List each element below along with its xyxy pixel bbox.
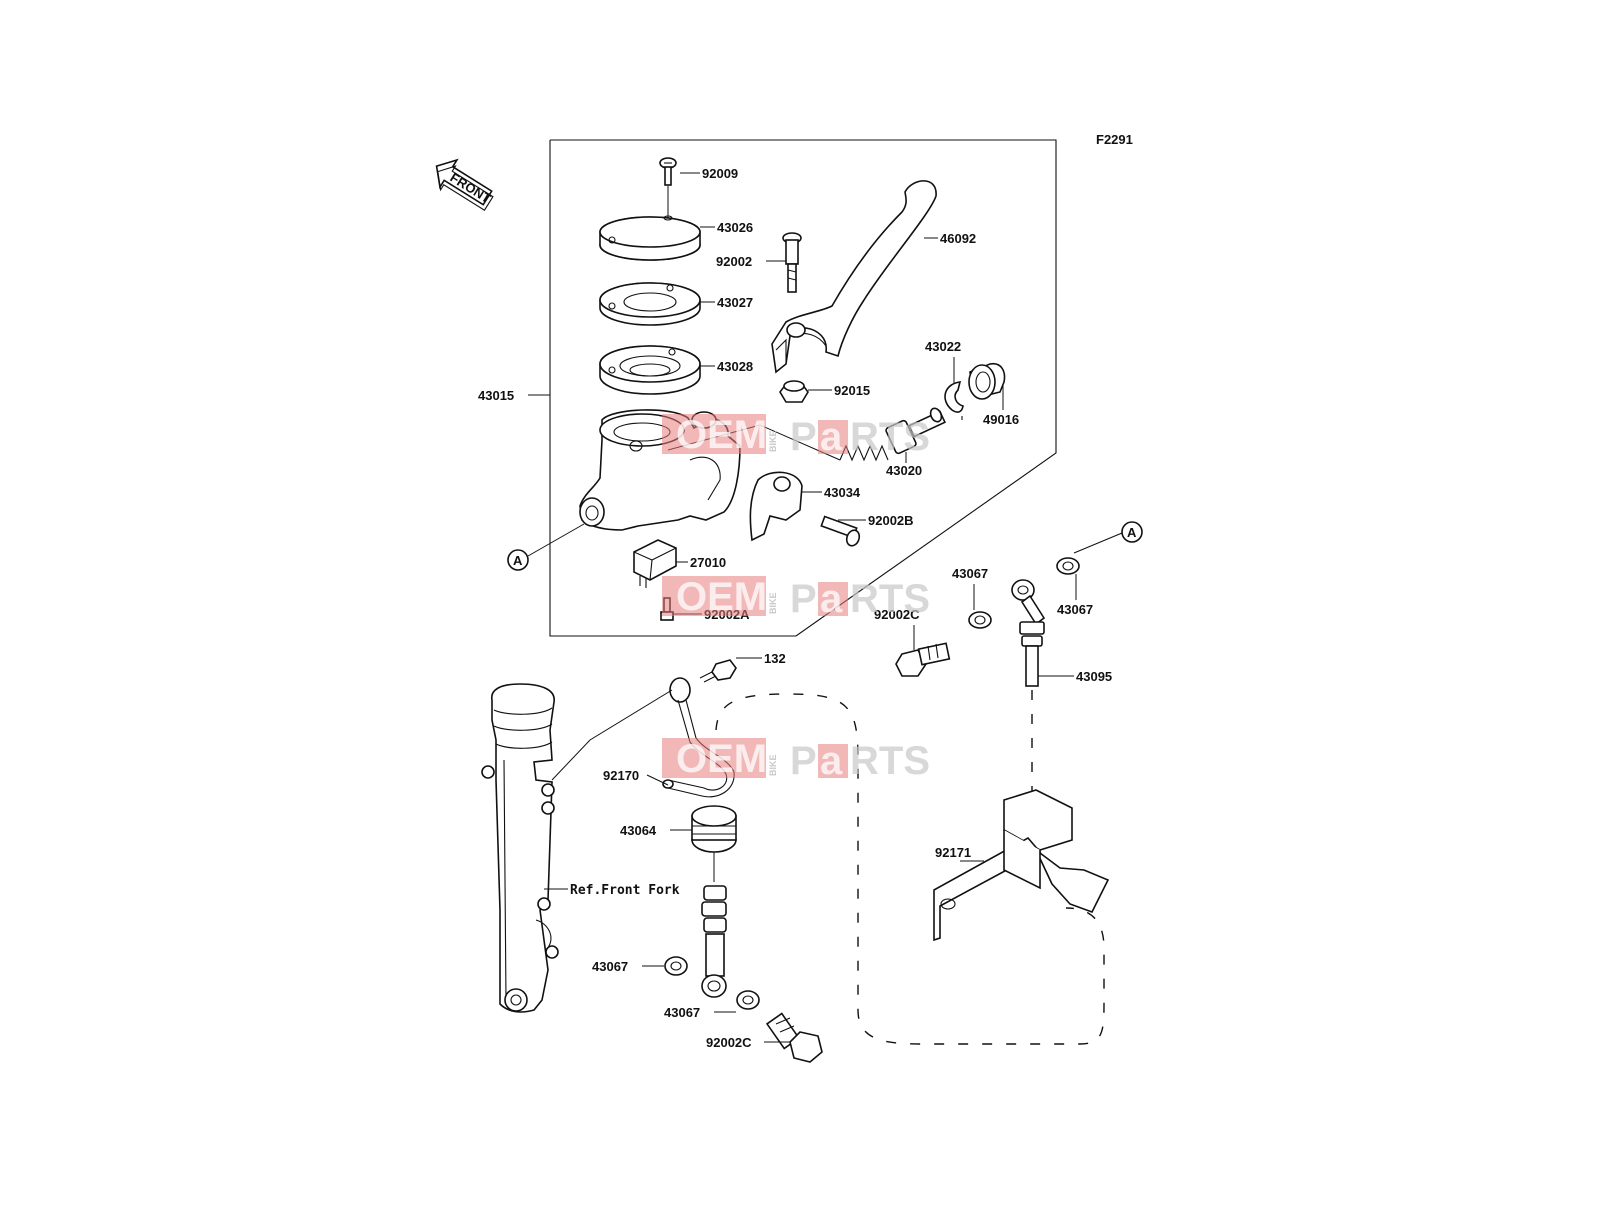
reservoir-cap-43026: [599, 215, 701, 261]
label-46092: 46092: [940, 231, 976, 246]
banjo-bolt-92002C-top: [895, 642, 951, 677]
label-92002C-a: 92002C: [874, 607, 920, 622]
screw-92009: [659, 157, 677, 186]
label-43095: 43095: [1076, 669, 1112, 684]
front-arrow-icon: FRONT: [435, 158, 494, 211]
svg-text:a: a: [820, 577, 843, 621]
washer-43067-lower-right: [736, 990, 760, 1010]
lower-hose-fitting: [701, 885, 727, 998]
svg-text:P: P: [790, 739, 817, 783]
label-43067-c: 43067: [592, 959, 628, 974]
assembly-box: [549, 139, 1057, 637]
dust-boot-49016: [968, 362, 1006, 400]
svg-text:OEM: OEM: [676, 413, 767, 457]
grommet-43064: [691, 805, 737, 853]
marker-a-left: [507, 549, 529, 571]
label-43015: 43015: [478, 388, 514, 403]
washer-43067-top-right: [1056, 557, 1080, 575]
marker-a-right: [1121, 521, 1143, 543]
brake-hose-dashed: [715, 693, 1105, 1045]
marker-a-right-label: A: [1127, 525, 1137, 540]
circlip-43022: [944, 381, 964, 420]
svg-text:RTS: RTS: [850, 415, 930, 459]
label-43027: 43027: [717, 295, 753, 310]
label-43067-d: 43067: [664, 1005, 700, 1020]
marker-a-left-label: A: [513, 553, 523, 568]
piston-spring-43020: [839, 407, 947, 462]
svg-text:a: a: [820, 415, 843, 459]
brake-lever-46092: [771, 180, 937, 374]
label-49016: 49016: [983, 412, 1019, 427]
label-43020: 43020: [886, 463, 922, 478]
label-43028: 43028: [717, 359, 753, 374]
svg-text:BIKE: BIKE: [768, 592, 778, 614]
clamp-43034: [749, 471, 803, 542]
label-92171: 92171: [935, 845, 971, 860]
label-92002: 92002: [716, 254, 752, 269]
label-92002B: 92002B: [868, 513, 914, 528]
washer-43067-lower-left: [664, 956, 688, 976]
svg-text:BIKE: BIKE: [768, 430, 778, 452]
svg-text:P: P: [790, 577, 817, 621]
label-132: 132: [764, 651, 786, 666]
banjo-fitting-43095: [1011, 579, 1046, 687]
watermark-3: OEM BIKE P a RTS: [662, 737, 930, 783]
label-43067-b: 43067: [952, 566, 988, 581]
svg-text:OEM: OEM: [676, 737, 767, 781]
hose-bracket-92171: [933, 789, 1110, 942]
label-92002C-b: 92002C: [706, 1035, 752, 1050]
washer-43067-middle: [968, 611, 992, 629]
label-43022: 43022: [925, 339, 961, 354]
pivot-bolt-92002: [782, 232, 802, 293]
svg-text:RTS: RTS: [850, 739, 930, 783]
svg-text:BIKE: BIKE: [768, 754, 778, 776]
figure-code: F2291: [1096, 132, 1133, 147]
front-fork: [481, 683, 559, 1013]
label-43064: 43064: [620, 823, 657, 838]
svg-text:OEM: OEM: [676, 575, 767, 619]
label-43067-a: 43067: [1057, 602, 1093, 617]
label-43034: 43034: [824, 485, 861, 500]
diaphragm-43028: [599, 345, 701, 395]
label-43026: 43026: [717, 220, 753, 235]
svg-text:a: a: [820, 739, 843, 783]
brake-switch-27010: [633, 539, 677, 588]
svg-text:P: P: [790, 415, 817, 459]
label-92170: 92170: [603, 768, 639, 783]
diaphragm-plate-43027: [599, 282, 701, 326]
watermark-2: OEM BIKE P a RTS: [662, 575, 930, 621]
label-92015: 92015: [834, 383, 870, 398]
label-92009: 92009: [702, 166, 738, 181]
nut-92015: [779, 380, 809, 403]
bolt-92002B: [820, 515, 861, 547]
bolt-132: [699, 659, 737, 683]
ref-front-fork: Ref.Front Fork: [570, 883, 680, 898]
banjo-bolt-92002C-bottom: [765, 1012, 823, 1063]
label-27010: 27010: [690, 555, 726, 570]
svg-text:RTS: RTS: [850, 577, 930, 621]
watermark-1: OEM BIKE P a RTS: [662, 413, 930, 459]
